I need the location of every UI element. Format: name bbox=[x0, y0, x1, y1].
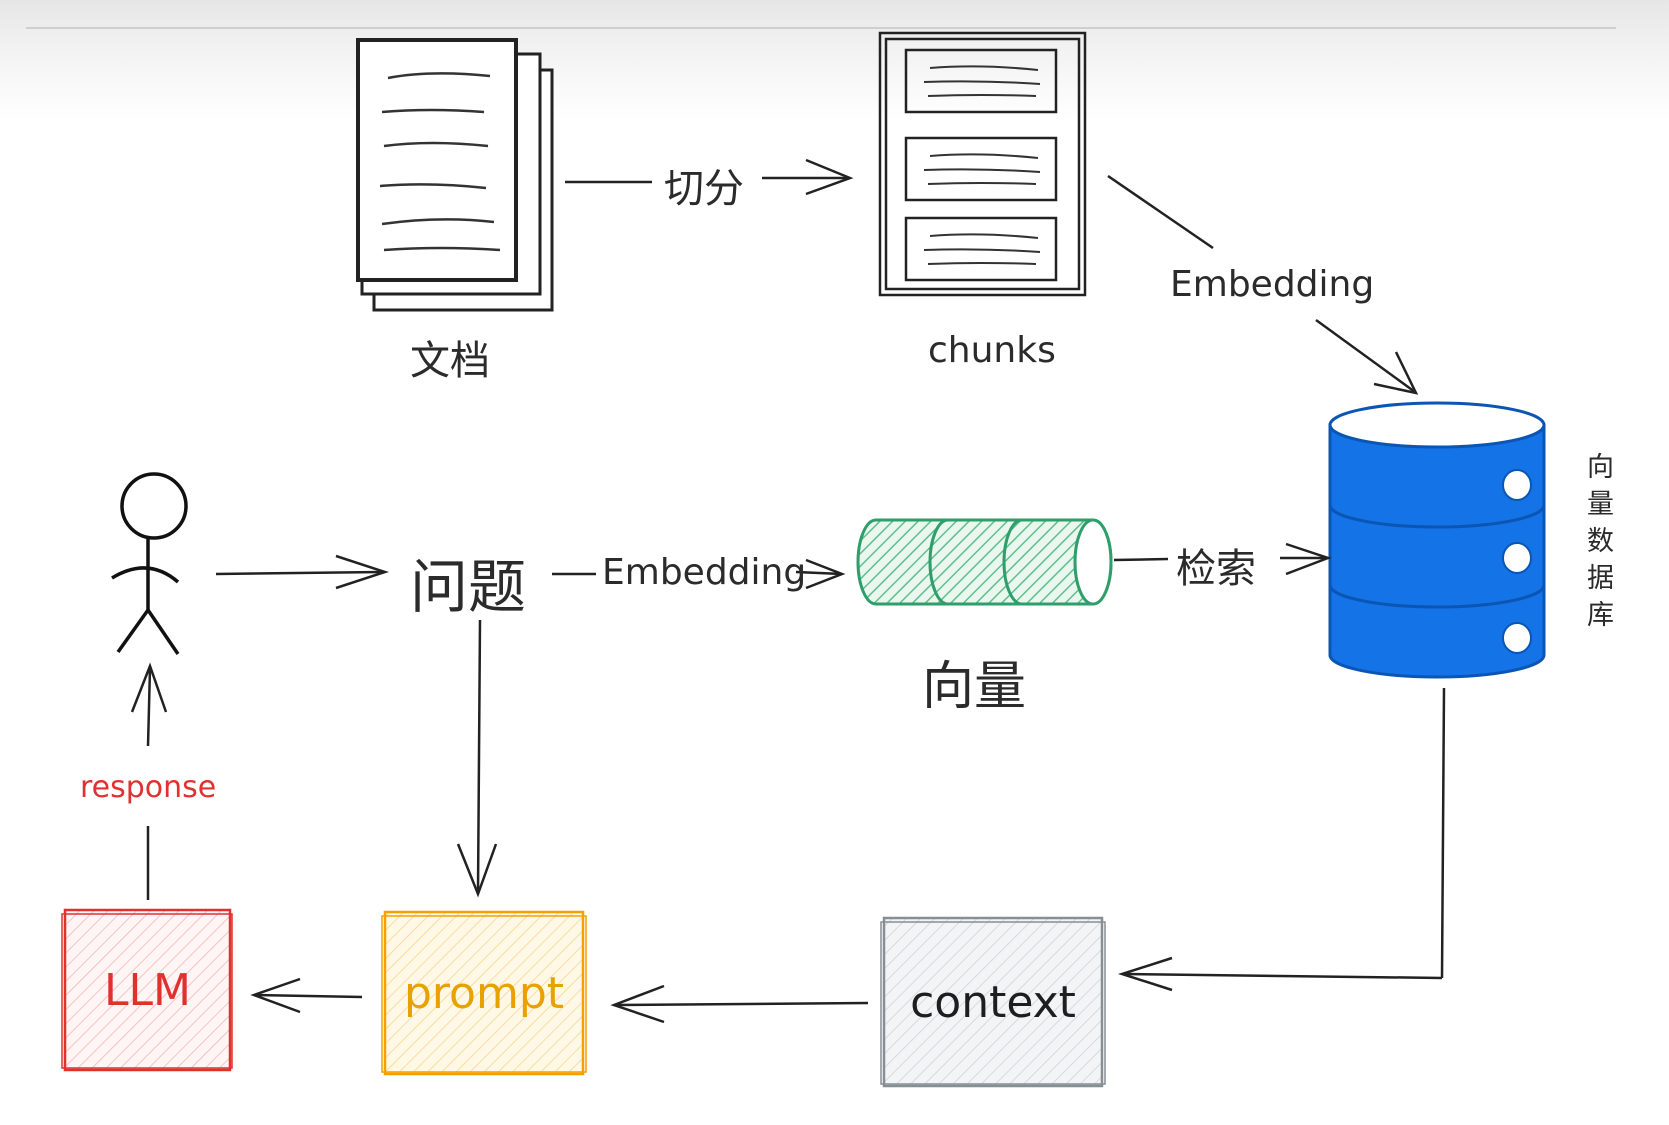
chunks-page-icon bbox=[878, 31, 1087, 297]
retrieve-label: 检索 bbox=[1176, 546, 1256, 592]
llm-box bbox=[61, 908, 233, 1072]
user-icon bbox=[111, 472, 188, 655]
db-to-context-arrow bbox=[1117, 687, 1446, 992]
ask-arrow bbox=[215, 554, 390, 590]
question-to-prompt-arrow bbox=[456, 619, 498, 898]
response-arrow bbox=[130, 662, 168, 900]
document-stack-icon bbox=[356, 38, 554, 312]
vector-database-icon bbox=[1328, 401, 1546, 679]
chunks-text-lines bbox=[923, 65, 1041, 265]
llm-label: LLM bbox=[104, 964, 191, 1016]
context-box bbox=[880, 916, 1106, 1088]
split-arrow bbox=[565, 158, 854, 196]
question-label: 问题 bbox=[410, 553, 527, 621]
split-label: 切分 bbox=[664, 166, 744, 212]
chunks-label: chunks bbox=[928, 330, 1056, 371]
vector-label: 向量 bbox=[922, 657, 1027, 717]
prompt-to-llm-arrow bbox=[250, 977, 363, 1014]
document-text-lines bbox=[379, 72, 501, 252]
retrieve-arrow bbox=[1113, 542, 1332, 576]
embedding-arrow-top bbox=[1107, 174, 1419, 395]
window-top-bar bbox=[0, 0, 1669, 120]
embedding-top-label: Embedding bbox=[1170, 264, 1375, 305]
embedding-arrow-mid bbox=[552, 558, 846, 590]
doc-label: 文档 bbox=[410, 338, 490, 384]
vector-icon bbox=[856, 518, 1113, 606]
response-label: response bbox=[80, 770, 217, 805]
context-label: context bbox=[910, 976, 1076, 1028]
context-to-prompt-arrow bbox=[610, 984, 869, 1024]
embedding-mid-label: Embedding bbox=[602, 552, 807, 593]
top-divider bbox=[26, 27, 1616, 29]
prompt-label: prompt bbox=[403, 967, 564, 1019]
prompt-box bbox=[381, 910, 587, 1076]
vector-db-label: 向量数据库 bbox=[1582, 452, 1613, 637]
